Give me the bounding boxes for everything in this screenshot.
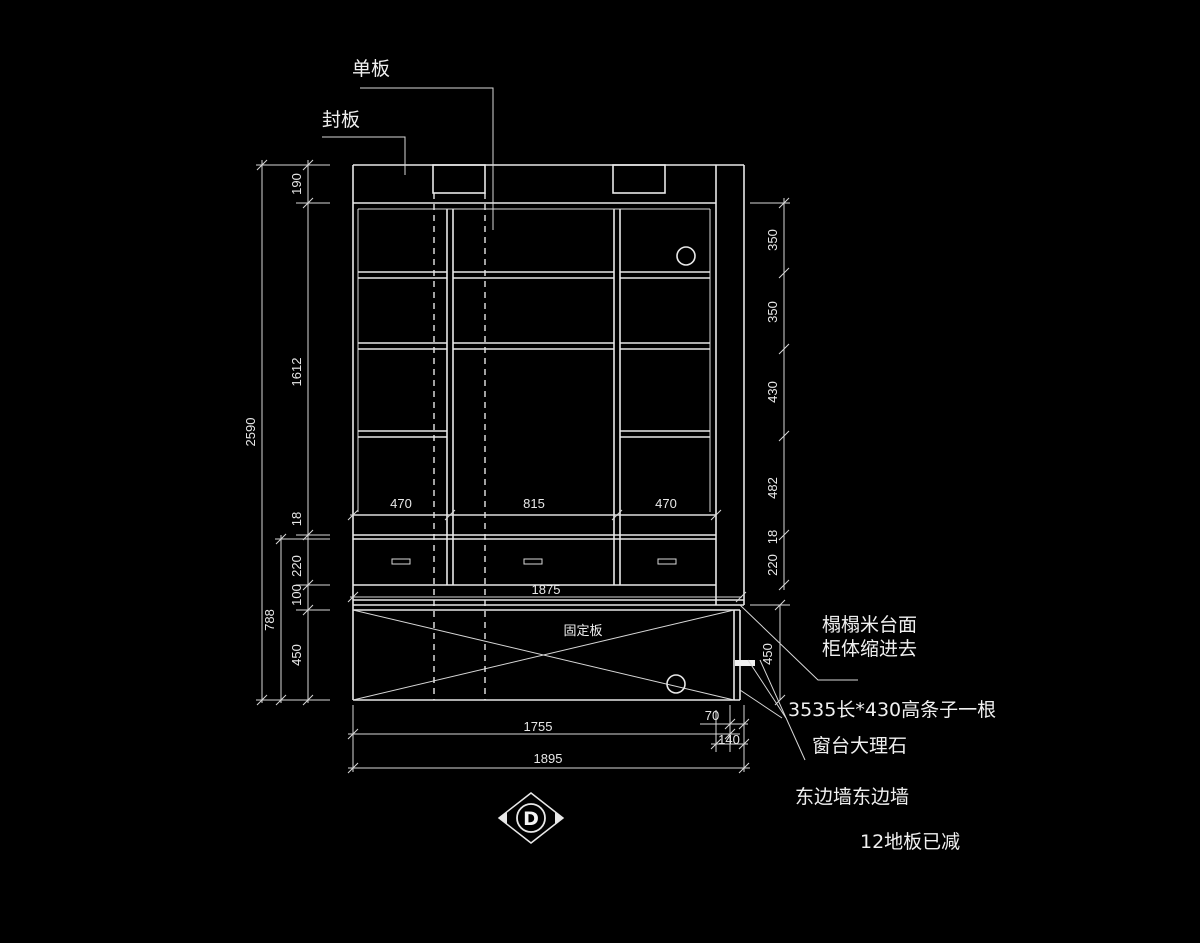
dim-18: 18 (289, 512, 304, 526)
label-floor-note: 12地板已减 (860, 831, 960, 853)
dim-815: 815 (523, 496, 545, 511)
label-single-board: 单板 (352, 58, 390, 80)
dim-450: 450 (289, 644, 304, 666)
dim-1875: 1875 (532, 582, 561, 597)
right-dimensions: 350 350 430 482 18 220 450 (750, 197, 790, 706)
base-hole-icon (666, 674, 686, 694)
dim-470-right: 470 (655, 496, 677, 511)
view-marker-icon: D (497, 792, 565, 844)
label-fixed-board: 固定板 (563, 624, 602, 639)
label-tatami-top: 榻榻米台面 (822, 614, 917, 636)
cabinet-frame (352, 164, 755, 701)
dim-r-18: 18 (765, 530, 780, 544)
label-strip-note: 3535长*430高条子一根 (788, 699, 996, 721)
label-cabinet-indent: 柜体缩进去 (822, 638, 917, 660)
dim-70: 70 (705, 708, 719, 723)
dim-470-left: 470 (390, 496, 412, 511)
dim-r-430: 430 (765, 381, 780, 403)
dim-2590: 2590 (243, 418, 258, 447)
dim-r-450: 450 (760, 643, 775, 665)
dim-1612: 1612 (289, 358, 304, 387)
cable-hole-icon (676, 246, 696, 266)
dim-r-350-b: 350 (765, 301, 780, 323)
leader-lines (322, 87, 858, 761)
bottom-dimensions: 1755 70 140 1895 (347, 705, 750, 774)
strip-marker (735, 660, 755, 666)
label-east-wall: 东边墙东边墙 (795, 786, 909, 808)
dim-r-482: 482 (765, 477, 780, 499)
dim-1895: 1895 (534, 751, 563, 766)
dim-140: 140 (718, 732, 740, 747)
dim-1755: 1755 (524, 719, 553, 734)
dim-r-220: 220 (765, 554, 780, 576)
label-window-marble: 窗台大理石 (812, 735, 907, 757)
width-dimensions: 470 815 470 1875 (347, 496, 747, 603)
label-seal-board: 封板 (322, 109, 360, 131)
dim-190: 190 (289, 173, 304, 195)
view-marker-letter: D (523, 808, 539, 830)
dim-220: 220 (289, 555, 304, 577)
dim-r-350-a: 350 (765, 229, 780, 251)
dim-788: 788 (262, 609, 277, 631)
left-dimensions: 2590 190 1612 18 220 100 788 450 (243, 159, 330, 706)
dim-100: 100 (289, 584, 304, 606)
